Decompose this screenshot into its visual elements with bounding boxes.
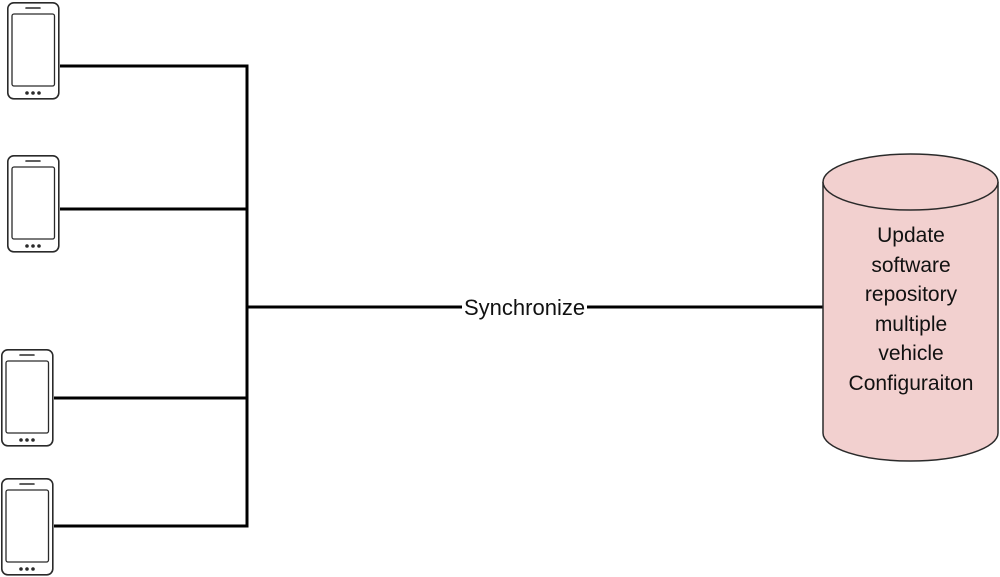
database-label-line: repository (864, 283, 958, 306)
database-label-line: software (871, 253, 951, 277)
mobile-phone-icon (1, 349, 54, 447)
mobile-phone-icon (7, 2, 60, 100)
database-label: Update software repository multiple vehi… (826, 221, 996, 398)
cylinder-body (822, 182, 999, 462)
database-label-line: Update (877, 224, 945, 247)
synchronize-label: Synchronize (462, 293, 588, 323)
mobile-phone-icon (7, 155, 60, 253)
database-cylinder-icon (822, 153, 999, 462)
cylinder-top (822, 153, 999, 211)
connector-lines (54, 64, 823, 528)
database-label-line: vehicle (878, 342, 944, 365)
database-label-line: Configuraiton (848, 371, 974, 395)
database-label-line: multiple (874, 312, 948, 336)
mobile-phone-icon (1, 478, 54, 576)
